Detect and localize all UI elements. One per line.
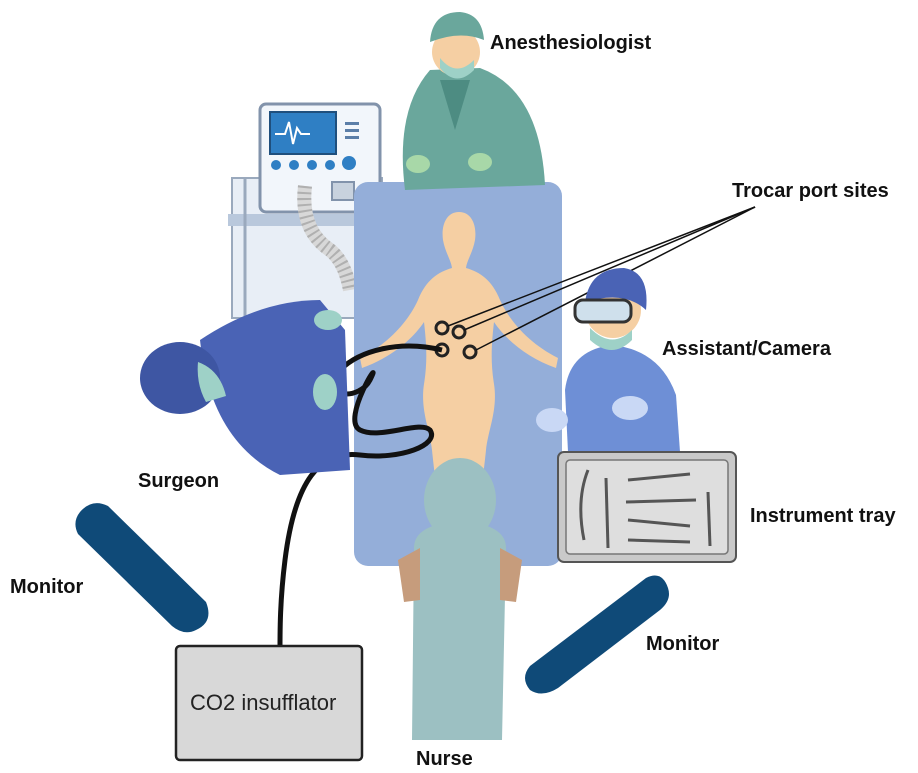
label-nurse: Nurse [416,748,473,771]
label-assistant-camera: Assistant/Camera [662,338,831,361]
label-instrument-tray: Instrument tray [750,505,896,528]
label-anesthesiologist: Anesthesiologist [490,32,651,55]
label-monitor-right: Monitor [646,633,719,656]
instrument-tray [558,452,736,562]
surgeon-figure [140,300,350,475]
trocar-port [436,322,448,334]
label-co2-insufflator: CO2 insufflator [190,690,336,716]
monitor-left-shape [75,503,208,632]
label-trocar-port-sites: Trocar port sites [732,180,889,203]
trocar-port [464,346,476,358]
trocar-port [453,326,465,338]
label-surgeon: Surgeon [138,470,219,493]
label-monitor-left: Monitor [10,576,83,599]
